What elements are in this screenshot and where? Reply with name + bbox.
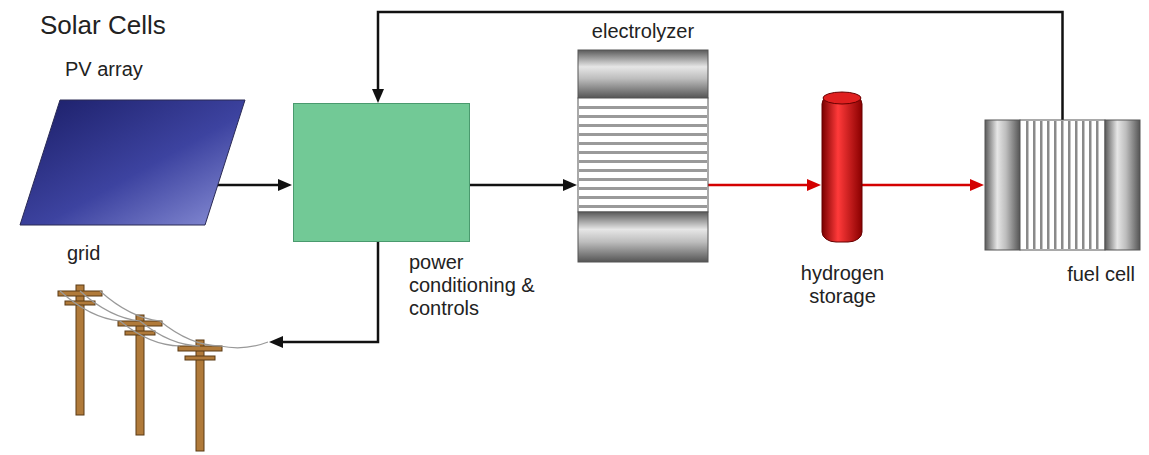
connector-line [470, 184, 567, 187]
grid-poles-shape [55, 275, 268, 452]
arrowhead [563, 179, 577, 191]
arrowhead [372, 89, 384, 103]
connector-line [862, 184, 974, 187]
connector [862, 179, 984, 191]
diagram-title: Solar Cells [40, 10, 166, 40]
grid-poles: grid [55, 275, 268, 452]
node-label: hydrogen storage [785, 262, 900, 308]
connector [269, 242, 378, 348]
arrowhead [278, 179, 292, 191]
pv-array: PV array [20, 100, 245, 225]
connector-line [214, 184, 282, 187]
node-label: grid [67, 242, 127, 265]
arrowhead [970, 179, 984, 191]
connector-line [708, 184, 811, 187]
connector [372, 12, 1063, 120]
node-label: power conditioning & controls [409, 251, 539, 320]
power-conditioning-box: power conditioning & controls [293, 103, 470, 242]
arrowhead [807, 179, 821, 191]
hydrogen-tank: hydrogen storage [822, 88, 862, 248]
arrowhead [269, 336, 283, 348]
connector-line [279, 242, 378, 342]
hydrogen-tank-shape [822, 88, 862, 248]
node-label: fuel cell [1040, 263, 1135, 286]
electrolyzer: electrolyzer [578, 50, 708, 262]
node-label: electrolyzer [558, 20, 728, 43]
connector [470, 179, 577, 191]
connector [214, 179, 292, 191]
node-label: PV array [65, 58, 205, 81]
electrolyzer-shape [578, 50, 708, 262]
pv-array-shape [20, 100, 245, 225]
fuel-cell-shape [985, 120, 1140, 250]
fuel-cell: fuel cell [985, 120, 1140, 250]
connector-line [378, 12, 1063, 120]
connector [708, 179, 821, 191]
